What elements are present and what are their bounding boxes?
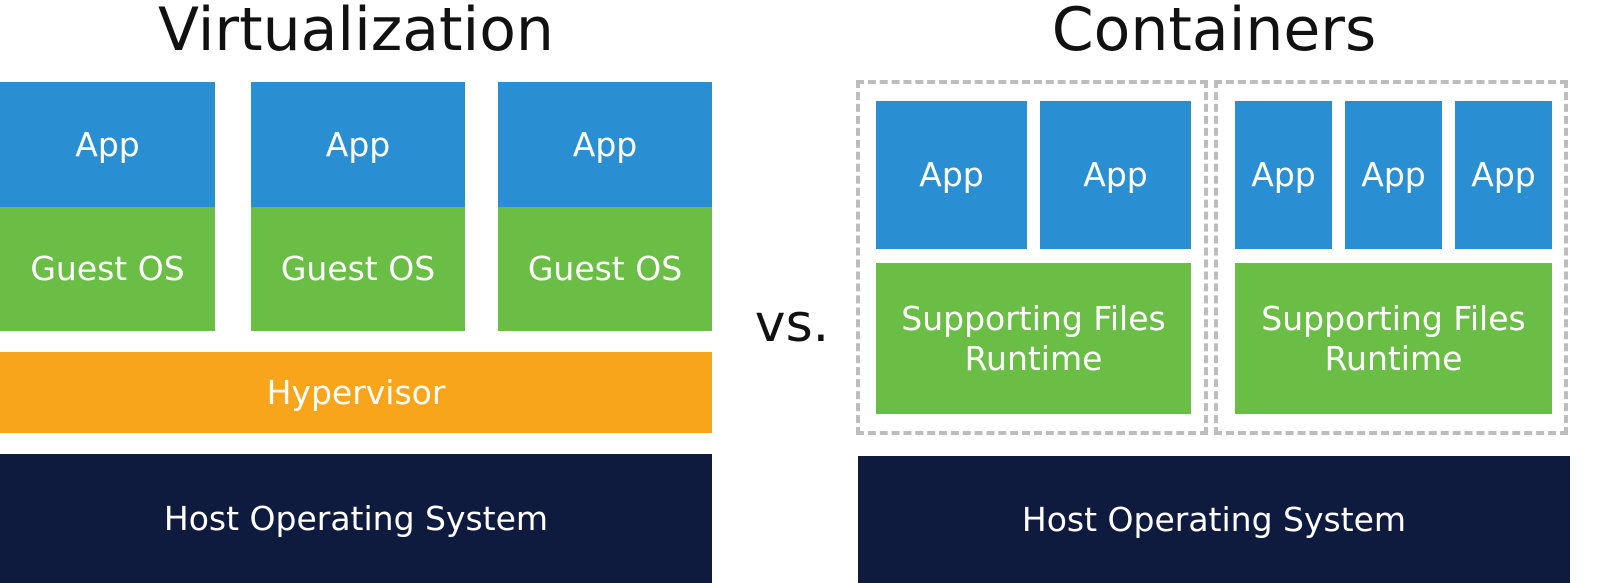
hypervisor-block: Hypervisor: [0, 352, 712, 433]
container-2-support-block: Supporting Files Runtime: [1235, 263, 1552, 414]
containers-title: Containers: [1051, 0, 1377, 65]
container-1-app-1-block: App: [876, 101, 1027, 249]
container-1-support-line-1: Supporting Files: [901, 298, 1166, 338]
container-1-support-line-2: Runtime: [964, 338, 1103, 378]
virtualization-title: Virtualization: [158, 0, 554, 65]
vm-3-guest-os-block: Guest OS: [498, 207, 712, 331]
container-2-support-line-2: Runtime: [1324, 338, 1463, 378]
container-1-app-2-block: App: [1040, 101, 1191, 249]
vm-1-guest-os-block: Guest OS: [0, 207, 215, 331]
container-group-2-frame: [1214, 80, 1568, 435]
vm-host-os-block: Host Operating System: [0, 454, 712, 583]
vm-2-guest-os-block: Guest OS: [251, 207, 465, 331]
container-2-app-2-block: App: [1345, 101, 1442, 249]
container-group-1-frame: [856, 80, 1208, 435]
vm-3-app-block: App: [498, 82, 712, 207]
vs-label: vs.: [754, 294, 830, 354]
vm-1-app-block: App: [0, 82, 215, 207]
container-1-support-block: Supporting Files Runtime: [876, 263, 1191, 414]
container-2-app-3-block: App: [1455, 101, 1552, 249]
container-2-app-1-block: App: [1235, 101, 1332, 249]
container-2-support-line-1: Supporting Files: [1261, 298, 1526, 338]
containers-host-os-block: Host Operating System: [858, 456, 1570, 583]
vm-2-app-block: App: [251, 82, 465, 207]
